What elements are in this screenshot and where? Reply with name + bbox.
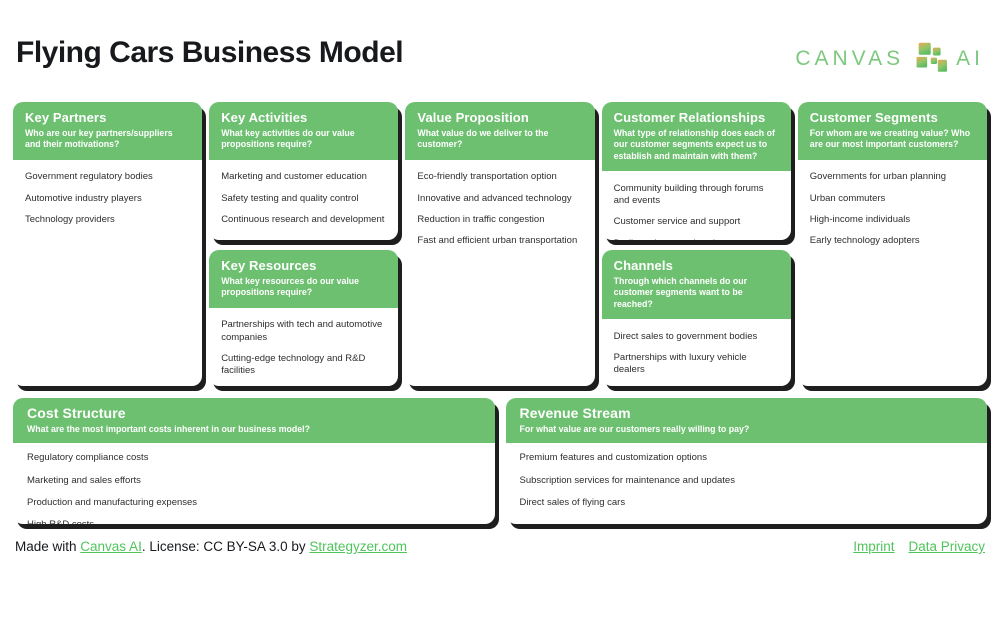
channels-header: Channels Through which channels do our c… — [601, 250, 791, 320]
key-partners-body: Government regulatory bodies Automotive … — [13, 160, 202, 238]
made-with-text: Made with — [15, 539, 81, 554]
list-item: Marketing and sales efforts — [27, 474, 141, 486]
canvas-ai-squares-icon — [913, 42, 948, 76]
list-item: Urban commuters — [809, 192, 886, 204]
card-subtitle: Through which channels do our customer s… — [613, 276, 748, 309]
cost-structure-header: Cost Structure What are the most importa… — [13, 398, 495, 444]
list-item: Online sales platform — [614, 381, 779, 387]
list-item: Community building through forums and ev… — [613, 182, 764, 207]
revenue-stream-header: Revenue Stream For what value are our cu… — [505, 398, 987, 444]
license-text: . License: CC BY-SA 3.0 by — [141, 539, 310, 554]
cost-structure-card: Cost Structure What are the most importa… — [13, 398, 495, 524]
list-item: High-income individuals — [809, 214, 911, 226]
customer-segments-header: Customer Segments For whom are we creati… — [797, 102, 987, 160]
key-activities-body: Marketing and customer education Safety … — [209, 160, 398, 238]
list-item: Regulatory compliance costs — [27, 452, 149, 464]
card-subtitle: For whom are we creating value? Who are … — [809, 128, 971, 150]
list-item: Partnerships with tech and automotive co… — [221, 319, 383, 343]
card-subtitle: What value do we deliver to the customer… — [417, 128, 549, 150]
value-proposition-header: Value Proposition What value do we deliv… — [405, 102, 595, 160]
logo-brand-right: AI — [956, 47, 984, 70]
list-item: Automotive industry players — [25, 192, 142, 204]
topbar: Flying Cars Business Model CANVAS — [13, 0, 987, 102]
list-item: Continuous research and development — [221, 214, 385, 226]
list-item: Safety testing and quality control — [221, 192, 359, 204]
canvas-grid: Key Partners Who are our key partners/su… — [13, 102, 987, 386]
card-subtitle: What are the most important costs inhere… — [27, 424, 311, 434]
key-activities-header: Key Activities What key activities do ou… — [209, 102, 399, 160]
card-subtitle: What key activities do our value proposi… — [221, 128, 355, 150]
list-item: Marketing and customer education — [221, 171, 367, 183]
footer-links: Imprint Data Privacy — [853, 539, 985, 554]
list-item: Production and manufacturing expenses — [27, 497, 198, 509]
list-item: Customer service and support — [613, 216, 741, 228]
list-item: Governments for urban planning — [809, 171, 947, 183]
list-item: Subscription services for maintenance an… — [519, 474, 735, 486]
list-item: Early technology adopters — [809, 235, 920, 247]
list-item: Reduction in traffic congestion — [417, 214, 545, 226]
key-resources-header: Key Resources What key resources do our … — [209, 250, 399, 308]
footer: Made with Canvas AI. License: CC BY-SA 3… — [13, 539, 987, 554]
list-item: Government regulatory bodies — [25, 171, 153, 183]
canvas-ai-logo: CANVAS — [795, 42, 984, 76]
strategyzer-link[interactable]: Strategyzer.com — [309, 539, 407, 554]
key-partners-header: Key Partners Who are our key partners/su… — [13, 102, 203, 160]
value-proposition-body: Eco-friendly transportation option Innov… — [405, 160, 594, 259]
card-title: Customer Segments — [809, 110, 938, 125]
imprint-link[interactable]: Imprint — [853, 539, 895, 554]
cost-structure-body: Regulatory compliance costs Marketing an… — [13, 443, 495, 524]
bottom-grid: Cost Structure What are the most importa… — [13, 398, 987, 524]
value-proposition-card: Value Proposition What value do we deliv… — [405, 102, 595, 386]
card-subtitle: For what value are our customers really … — [519, 424, 750, 434]
data-privacy-link[interactable]: Data Privacy — [908, 539, 985, 554]
key-resources-body: Partnerships with tech and automotive co… — [209, 308, 398, 386]
page-title: Flying Cars Business Model — [16, 36, 404, 69]
revenue-stream-body: Premium features and customization optio… — [506, 443, 988, 518]
footer-attribution: Made with Canvas AI. License: CC BY-SA 3… — [15, 539, 407, 554]
key-resources-card: Key Resources What key resources do our … — [209, 250, 399, 386]
list-item: High R&D costs — [27, 514, 481, 524]
card-subtitle: What type of relationship does each of o… — [613, 128, 775, 161]
logo-brand-left: CANVAS — [795, 47, 905, 70]
list-item: Partnerships with luxury vehicle dealers — [613, 352, 747, 376]
list-item: Dedicated personal assistance — [614, 233, 779, 240]
list-item: Technology providers — [25, 214, 115, 226]
revenue-stream-card: Revenue Stream For what value are our cu… — [505, 398, 988, 524]
customer-relationships-card: Customer Relationships What type of rela… — [601, 102, 791, 240]
card-title: Channels — [613, 258, 673, 273]
list-item: Advanced aerospace engineering team — [221, 382, 386, 386]
card-title: Customer Relationships — [613, 110, 766, 125]
customer-segments-body: Governments for urban planning Urban com… — [798, 160, 987, 259]
card-title: Key Partners — [25, 110, 107, 125]
list-item: Cutting-edge technology and R&D faciliti… — [221, 353, 366, 377]
channels-body: Direct sales to government bodies Partne… — [602, 319, 791, 386]
customer-relationships-header: Customer Relationships What type of rela… — [601, 102, 791, 172]
card-subtitle: Who are our key partners/suppliers and t… — [25, 128, 173, 150]
card-title: Key Resources — [221, 258, 317, 273]
list-item: Premium features and customization optio… — [519, 452, 707, 464]
canvas-ai-link[interactable]: Canvas AI — [80, 539, 142, 554]
card-subtitle: What key resources do our value proposit… — [221, 276, 360, 298]
list-item: Fast and efficient urban transportation — [417, 235, 578, 247]
list-item: Direct sales to government bodies — [613, 330, 758, 342]
card-title: Key Activities — [221, 110, 308, 125]
card-title: Value Proposition — [417, 110, 529, 125]
key-activities-card: Key Activities What key activities do ou… — [209, 102, 399, 240]
key-partners-card: Key Partners Who are our key partners/su… — [13, 102, 203, 386]
channels-card: Channels Through which channels do our c… — [601, 250, 791, 386]
list-item: Innovative and advanced technology — [417, 192, 572, 204]
card-title: Revenue Stream — [519, 405, 631, 421]
customer-relationships-body: Community building through forums and ev… — [602, 171, 791, 240]
card-title: Cost Structure — [27, 405, 126, 421]
list-item: Direct sales of flying cars — [519, 497, 626, 509]
customer-segments-card: Customer Segments For whom are we creati… — [797, 102, 987, 386]
list-item: Eco-friendly transportation option — [417, 171, 557, 183]
